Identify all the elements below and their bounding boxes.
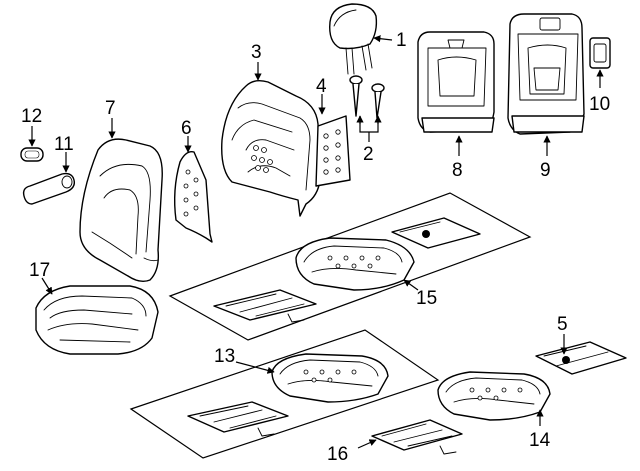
- callout-14: 14: [529, 430, 551, 451]
- callouts: 1 2 3 4 5 6 7 8 9 10 11 12 13 14 15 16 1…: [21, 30, 610, 465]
- side-panel-part[interactable]: [173, 151, 213, 243]
- leader-lines: [28, 35, 604, 449]
- cushion-assembly-15[interactable]: [213, 217, 481, 323]
- switch-part[interactable]: [589, 37, 611, 69]
- callout-13: 13: [214, 346, 235, 367]
- callout-15: 15: [416, 288, 437, 309]
- callout-5: 5: [557, 314, 568, 335]
- cushion-part[interactable]: [437, 371, 551, 421]
- callout-16: 16: [327, 444, 348, 465]
- ring-part[interactable]: [20, 147, 44, 162]
- callout-17: 17: [29, 260, 50, 281]
- callout-3: 3: [251, 42, 262, 63]
- back-panel-part[interactable]: [417, 31, 495, 133]
- callout-11: 11: [54, 134, 74, 155]
- callout-12: 12: [21, 106, 42, 127]
- plate-part[interactable]: [535, 341, 627, 375]
- callout-9: 9: [540, 160, 551, 181]
- seatback-cover-part[interactable]: [79, 138, 163, 283]
- cushion-assembly-13[interactable]: [187, 353, 389, 437]
- mat-part[interactable]: [371, 419, 463, 455]
- callout-8: 8: [452, 160, 463, 181]
- callout-10: 10: [589, 94, 610, 115]
- cushion-cover-part[interactable]: [35, 285, 159, 355]
- back-pad-part[interactable]: [315, 115, 351, 187]
- callout-4: 4: [316, 76, 327, 97]
- back-panel-pocket-part[interactable]: [507, 13, 585, 135]
- callout-6: 6: [181, 118, 192, 139]
- callout-2: 2: [363, 144, 374, 165]
- callout-1: 1: [396, 30, 407, 51]
- handle-part[interactable]: [22, 172, 76, 205]
- headrest-guides-part[interactable]: [349, 75, 385, 119]
- callout-7: 7: [105, 98, 116, 119]
- seatback-frame-part[interactable]: [221, 79, 321, 217]
- headrest-part[interactable]: [329, 3, 378, 75]
